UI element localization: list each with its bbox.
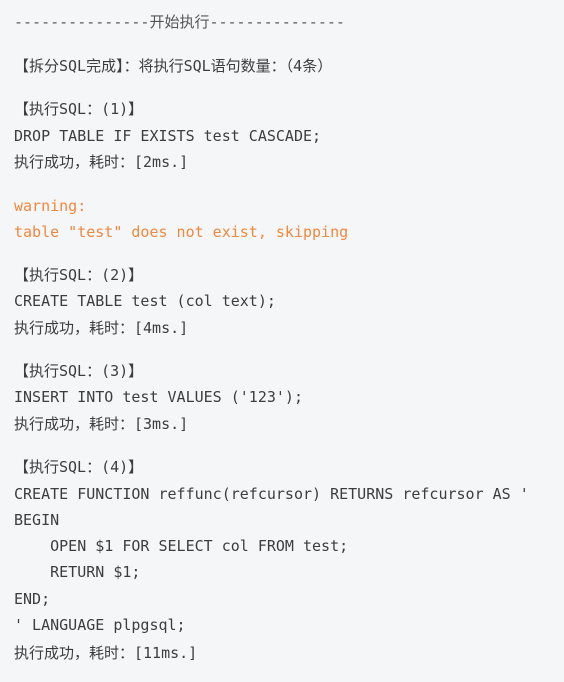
sql-2-result: 执行成功，耗时：[4ms.] — [14, 319, 189, 337]
sql-1-warning-label: warning: — [14, 197, 87, 215]
sql-3-line-1: INSERT INTO test VALUES ('123'); — [14, 388, 303, 406]
sql-4-line-3: OPEN $1 FOR SELECT col FROM test; — [14, 537, 349, 555]
sql-3-result: 执行成功，耗时：[3ms.] — [14, 415, 189, 433]
sql-4-title: 【执行SQL：(4)】 — [14, 458, 144, 476]
sql-2-line-1: CREATE TABLE test (col text); — [14, 292, 276, 310]
sql-1-result: 执行成功，耗时：[2ms.] — [14, 153, 189, 171]
sql-4-line-5: END; — [14, 590, 51, 608]
sql-1-warning-text: table "test" does not exist, skipping — [14, 223, 349, 241]
split-summary: 【拆分SQL完成】：将执行SQL语句数量：（4条） — [14, 57, 333, 75]
log-header: ---------------开始执行--------------- — [14, 13, 345, 31]
sql-4-line-2: BEGIN — [14, 511, 60, 529]
sql-1-title: 【执行SQL：(1)】 — [14, 100, 144, 118]
sql-4-line-4: RETURN $1; — [14, 563, 141, 581]
sql-1-line-1: DROP TABLE IF EXISTS test CASCADE; — [14, 127, 322, 145]
sql-4-line-6: ' LANGUAGE plpgsql; — [14, 616, 186, 634]
sql-2-title: 【执行SQL：(2)】 — [14, 266, 144, 284]
sql-4-line-1: CREATE FUNCTION reffunc(refcursor) RETUR… — [14, 485, 529, 503]
sql-4-result: 执行成功，耗时：[11ms.] — [14, 644, 198, 662]
sql-3-title: 【执行SQL：(3)】 — [14, 362, 144, 380]
